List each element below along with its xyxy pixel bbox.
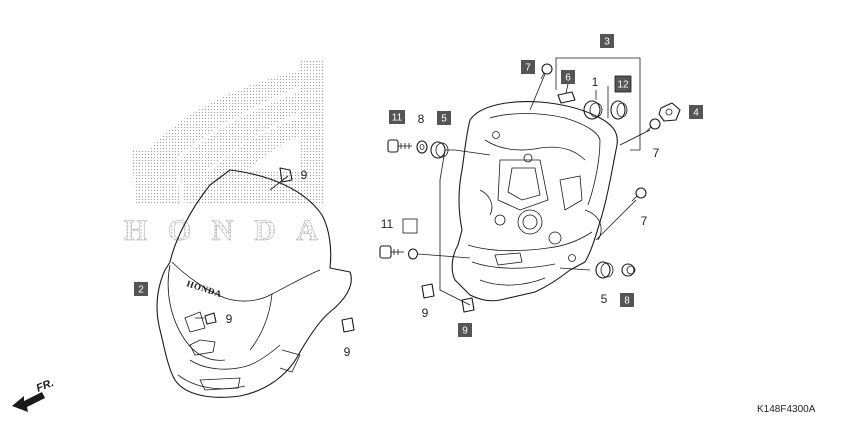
svg-text:2: 2 xyxy=(138,285,144,296)
callout-7: 7 xyxy=(521,60,535,74)
grommet-5-b xyxy=(595,261,614,279)
empty-callout-box xyxy=(402,218,418,234)
washer-lower xyxy=(407,248,419,260)
clip-9-e xyxy=(461,297,475,313)
label-11: 11 xyxy=(381,217,394,231)
bushing-8 xyxy=(621,263,636,277)
svg-text:4: 4 xyxy=(693,108,699,119)
hardware-parts xyxy=(204,63,681,333)
nut-4 xyxy=(658,102,681,122)
windscreen-honda-badge: HONDA xyxy=(185,278,223,299)
rubber-6 xyxy=(557,91,576,104)
front-direction-arrow: FR. xyxy=(12,377,56,412)
callouts-plain: 1 8 7 7 11 5 9 9 9 9 9 xyxy=(226,75,660,359)
svg-text:11: 11 xyxy=(392,113,403,124)
leader-lines xyxy=(195,57,651,319)
clip-9-b xyxy=(204,312,217,325)
cap-1 xyxy=(583,100,603,120)
screw-7-right-b xyxy=(631,187,647,202)
svg-text:9: 9 xyxy=(462,326,468,337)
clip-9-c xyxy=(341,317,355,333)
label-8: 8 xyxy=(418,112,425,126)
headlight-housing xyxy=(451,101,618,302)
screw-7-right-a xyxy=(645,118,661,133)
callout-4: 4 xyxy=(689,105,703,119)
label-7-b: 7 xyxy=(641,214,648,228)
label-9-d: 9 xyxy=(422,306,429,320)
washer-8 xyxy=(416,140,428,154)
ring-12 xyxy=(610,100,628,120)
label-1: 1 xyxy=(592,75,599,89)
callout-11: 11 xyxy=(389,110,405,124)
callout-6: 6 xyxy=(561,70,575,84)
label-9-b: 9 xyxy=(226,312,233,326)
svg-text:7: 7 xyxy=(525,63,531,74)
label-5: 5 xyxy=(601,292,608,306)
honda-wing-logo xyxy=(132,60,325,205)
svg-text:8: 8 xyxy=(624,296,630,307)
bolt-11-a xyxy=(387,139,412,153)
bolt-11-b xyxy=(379,245,404,259)
callout-8: 8 xyxy=(620,293,634,307)
screw-7-top xyxy=(540,63,553,80)
callouts-boxed: 2 3 7 6 12 4 11 5 9 8 xyxy=(134,34,703,337)
svg-text:5: 5 xyxy=(441,114,447,125)
label-9-c: 9 xyxy=(344,345,351,359)
svg-text:6: 6 xyxy=(565,73,571,84)
honda-wordmark: HONDA xyxy=(124,214,324,247)
label-9-a: 9 xyxy=(301,168,308,182)
callout-9: 9 xyxy=(458,323,472,337)
direction-label: FR. xyxy=(35,377,56,395)
callout-2: 2 xyxy=(134,282,148,296)
callout-12: 12 xyxy=(614,75,632,93)
callout-3: 3 xyxy=(600,34,614,48)
reference-code: K148F4300A xyxy=(757,404,816,415)
clip-9-a xyxy=(279,167,293,183)
callout-5: 5 xyxy=(437,111,451,125)
clip-9-d xyxy=(421,283,435,299)
svg-text:3: 3 xyxy=(604,37,610,48)
arrow-icon xyxy=(12,392,45,412)
label-7-a: 7 xyxy=(653,146,660,160)
svg-text:12: 12 xyxy=(617,80,629,91)
